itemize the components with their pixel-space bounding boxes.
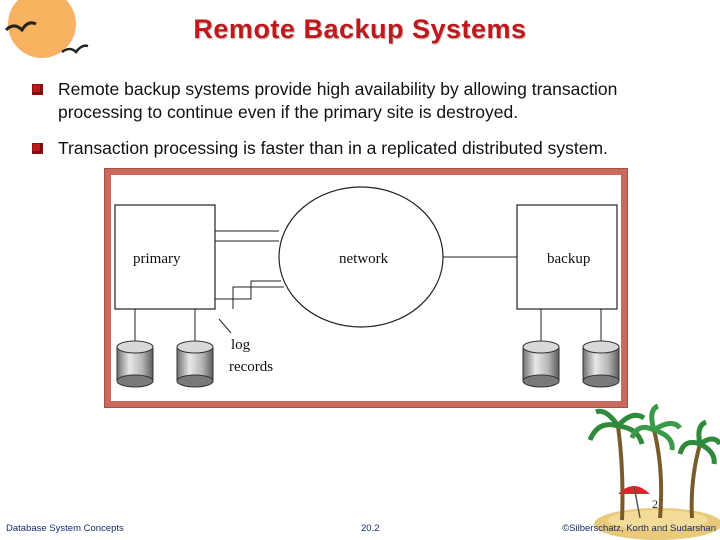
primary-site-box	[114, 204, 216, 310]
primary-disk-2-icon	[176, 340, 214, 388]
bullet-text: Remote backup systems provide high avail…	[58, 79, 618, 122]
list-item: Transaction processing is faster than in…	[32, 137, 702, 160]
bird-icon	[61, 44, 89, 54]
primary-network-link	[232, 286, 284, 309]
list-item: Remote backup systems provide high avail…	[32, 78, 702, 124]
backup-site-box	[516, 204, 618, 310]
bullet-list: Remote backup systems provide high avail…	[32, 78, 702, 173]
log-records-arrow	[218, 318, 232, 334]
page-title: Remote Backup Systems	[193, 14, 527, 44]
backup-label: backup	[547, 251, 590, 267]
square-bullet-icon	[32, 84, 43, 95]
network-label: network	[339, 251, 389, 267]
footer-center: 20.2	[361, 523, 380, 534]
footer-right: ©Silberschatz, Korth and Sudarshan	[562, 523, 716, 534]
primary-label: primary	[133, 251, 181, 267]
log-label: log	[231, 337, 251, 353]
sun-birds-logo	[4, 0, 89, 58]
diagram-frame: primary network backup log records	[104, 168, 628, 408]
bullet-text: Transaction processing is faster than in…	[58, 138, 608, 158]
diagram-canvas: primary network backup log records	[111, 175, 621, 401]
backup-disk-1-icon	[522, 340, 560, 388]
footer-left: Database System Concepts	[6, 523, 124, 534]
palm-island-decoration	[588, 403, 720, 540]
square-bullet-icon	[32, 143, 43, 154]
bird-icon	[4, 21, 37, 33]
primary-disk-1-icon	[116, 340, 154, 388]
backup-disk-2-icon	[582, 340, 620, 388]
primary-network-link	[215, 280, 281, 300]
remote-backup-diagram: primary network backup log records	[114, 186, 620, 388]
records-label: records	[229, 359, 273, 375]
page-number: 2	[652, 497, 658, 511]
